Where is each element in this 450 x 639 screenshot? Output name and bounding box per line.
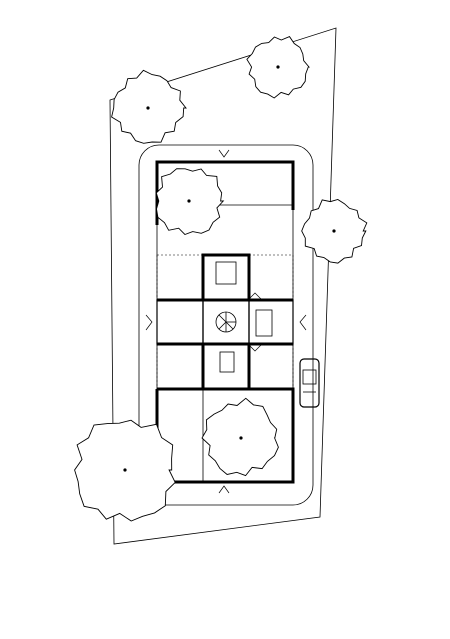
upper-module-walls	[201, 253, 251, 300]
tree-trunk-dot	[276, 65, 280, 69]
tree-courtyard-south	[201, 397, 279, 477]
room-lower-module-center	[202, 343, 250, 390]
building	[155, 160, 295, 484]
bathroom-fixture	[255, 309, 273, 337]
parked-car	[299, 358, 320, 408]
room-lower-module-west	[156, 343, 204, 390]
tree-northeast	[246, 36, 310, 99]
tree-courtyard-north	[155, 168, 225, 236]
room-middle-module-west	[156, 299, 204, 345]
lower-module-walls	[201, 344, 251, 391]
tree-trunk-dot	[239, 436, 243, 440]
tree-east	[301, 199, 368, 264]
tree-trunk-dot	[146, 106, 150, 110]
dining-table	[215, 261, 237, 285]
tree-southwest	[74, 419, 176, 522]
room-upper-module-west	[156, 254, 204, 301]
tree-trunk-dot	[332, 229, 336, 233]
tree-trunk-dot	[187, 199, 191, 203]
spiral-stair	[215, 311, 237, 333]
perimeter-path	[138, 144, 314, 506]
tree-northwest	[111, 69, 187, 144]
tree-trunk-dot	[123, 468, 127, 472]
trees-layer	[74, 36, 368, 522]
door-swings	[145, 149, 307, 494]
desk	[219, 351, 235, 373]
room-upper-module-east	[248, 254, 294, 301]
